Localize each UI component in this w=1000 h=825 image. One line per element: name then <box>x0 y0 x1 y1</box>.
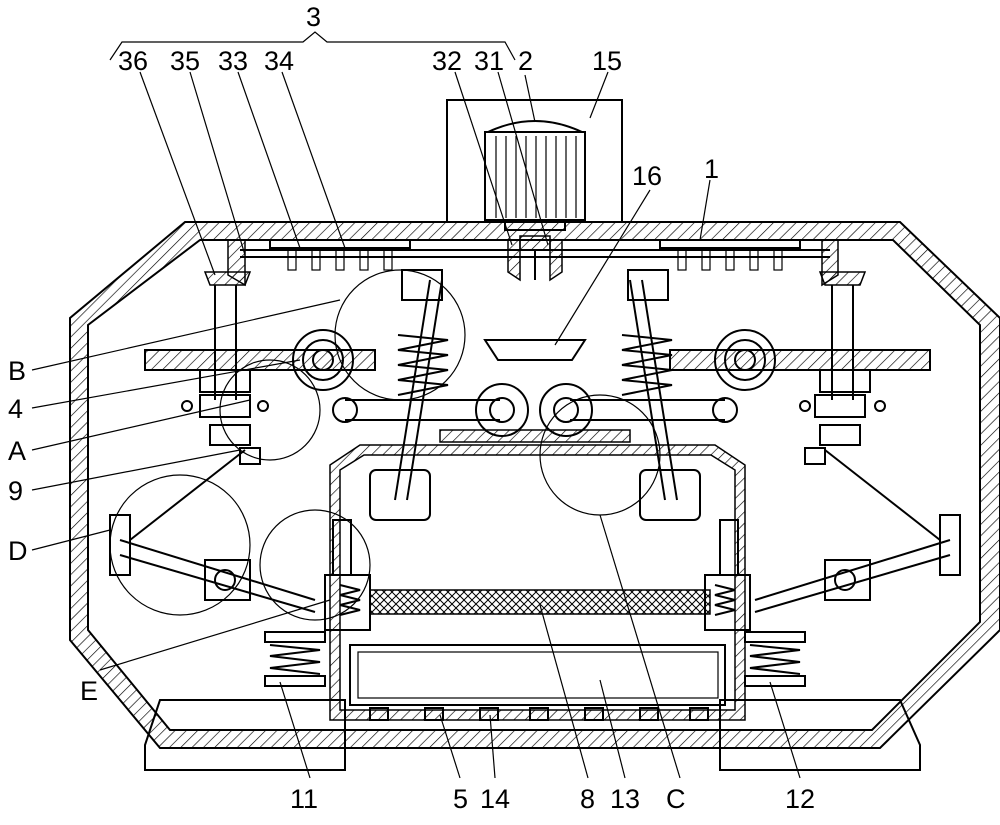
label-13: 13 <box>610 784 640 814</box>
motor <box>484 120 586 231</box>
motor-mount-plate <box>446 99 623 223</box>
label-32: 32 <box>432 46 462 76</box>
label-35: 35 <box>170 46 200 76</box>
label-B: B <box>8 356 26 386</box>
crushing-chamber <box>329 444 746 721</box>
bearing-gears <box>292 329 776 391</box>
label-brace-3 <box>109 31 516 61</box>
label-14: 14 <box>480 784 510 814</box>
leader-lines <box>31 71 801 779</box>
filter-screen <box>369 589 711 615</box>
shock-springs <box>264 631 806 687</box>
top-shaft <box>240 239 830 271</box>
detail-circles <box>109 269 661 621</box>
label-9: 9 <box>8 476 23 506</box>
label-31: 31 <box>474 46 504 76</box>
label-33: 33 <box>218 46 248 76</box>
rod-springs <box>397 334 673 396</box>
label-34: 34 <box>264 46 294 76</box>
side-clamps <box>324 519 751 631</box>
label-5: 5 <box>453 784 468 814</box>
hopper <box>483 339 587 361</box>
label-C: C <box>666 784 686 814</box>
label-1: 1 <box>704 154 719 184</box>
label-D: D <box>8 536 28 566</box>
label-16: 16 <box>632 161 662 191</box>
label-11: 11 <box>290 784 318 814</box>
housing-shell <box>69 221 1000 749</box>
rack-gears <box>144 349 931 393</box>
label-15: 15 <box>592 46 622 76</box>
side-blocks <box>181 394 886 465</box>
side-bevel-gears <box>203 239 867 400</box>
label-12: 12 <box>785 784 815 814</box>
label-E: E <box>80 676 98 706</box>
linkage-arms <box>109 449 961 613</box>
angled-rods <box>369 269 701 521</box>
label-8: 8 <box>580 784 595 814</box>
belt-drive <box>332 383 738 443</box>
label-3: 3 <box>306 2 321 32</box>
part-labels: 3 36 35 33 34 32 31 2 15 16 1 B 4 A 9 D … <box>8 2 815 814</box>
label-2: 2 <box>518 46 533 76</box>
bottom-rollers <box>369 707 709 721</box>
label-36: 36 <box>118 46 148 76</box>
label-A: A <box>8 436 26 466</box>
label-4: 4 <box>8 394 23 424</box>
